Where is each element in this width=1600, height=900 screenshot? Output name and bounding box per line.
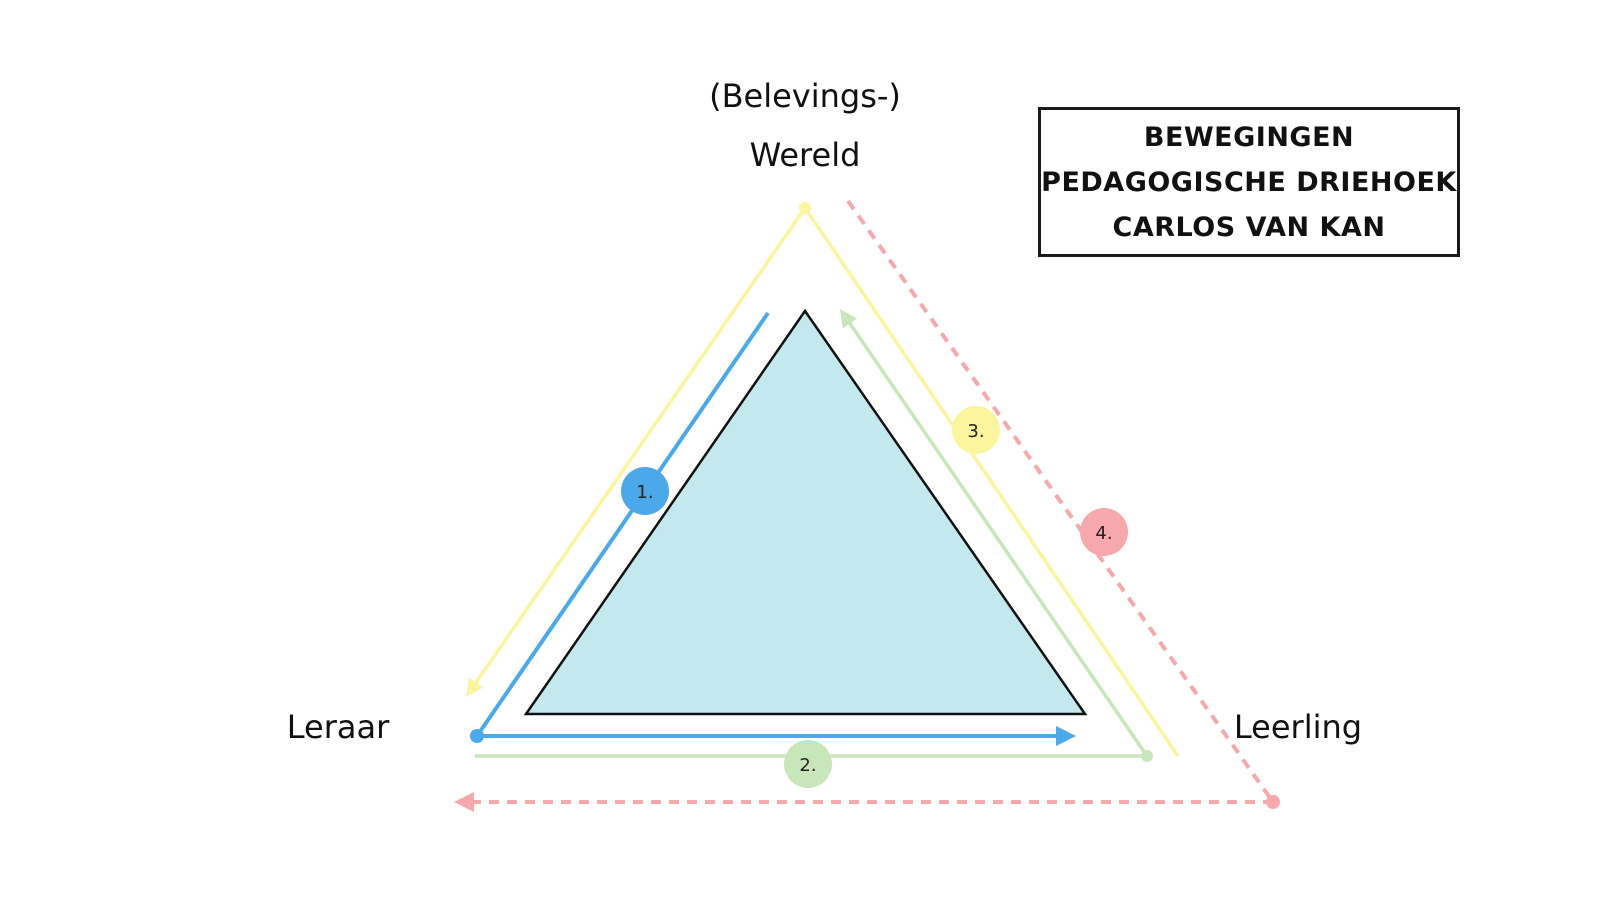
- badge-movement-3: 3.: [952, 406, 1000, 454]
- vertex-label-student: Leerling: [1234, 708, 1362, 746]
- badge-movement-4: 4.: [1080, 508, 1128, 556]
- central-triangle: [523, 308, 1088, 716]
- title-line-1: BEWEGINGEN: [1143, 121, 1355, 153]
- title-box: BEWEGINGEN PEDAGOGISCHE DRIEHOEK CARLOS …: [1038, 107, 1460, 257]
- badge-label-4: 4.: [1095, 523, 1112, 544]
- vertex-label-world-line1: (Belevings-): [709, 77, 901, 115]
- movement-4-path: [454, 199, 1280, 812]
- badge-label-3: 3.: [967, 421, 984, 442]
- badge-label-2: 2.: [799, 755, 816, 776]
- title-line-2: PEDAGOGISCHE DRIEHOEK: [1041, 166, 1457, 198]
- badge-label-1: 1.: [636, 482, 653, 503]
- vertex-label-world-line2: Wereld: [750, 136, 861, 174]
- movement-3-path: [466, 202, 1180, 757]
- badge-movement-1: 1.: [621, 467, 669, 515]
- vertex-label-teacher: Leraar: [287, 708, 390, 746]
- badge-movement-2: 2.: [784, 740, 832, 788]
- movement-1-path: [470, 311, 1076, 746]
- title-line-3: CARLOS VAN KAN: [1112, 211, 1386, 243]
